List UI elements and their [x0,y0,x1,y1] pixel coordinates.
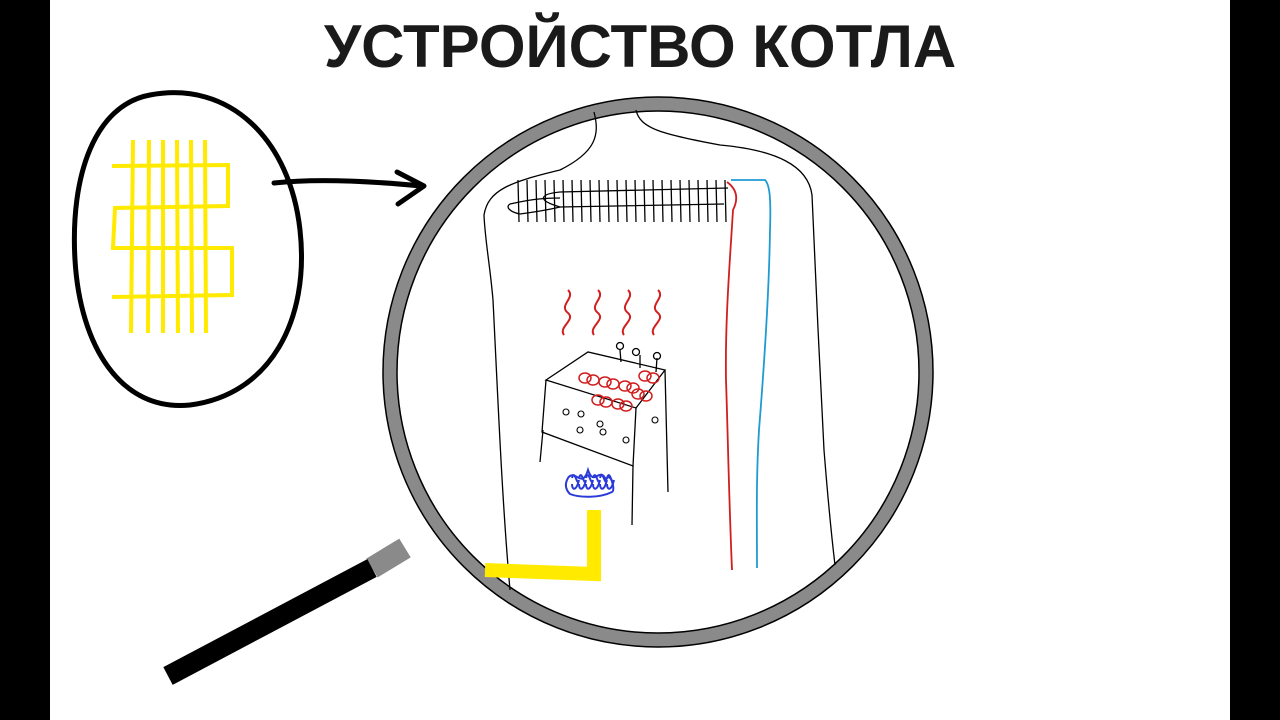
flame-lick [599,474,608,490]
heat-wave [651,289,661,336]
heat-wave [561,289,571,336]
heat-exchanger-fin [526,179,529,223]
heat-wave [621,289,631,336]
flame-lick [592,474,601,490]
burner-hole [596,420,604,428]
burner-coil [591,394,605,406]
heat-exchanger-grid-icon [71,90,304,408]
burner-coil [631,388,645,400]
flame-icon [564,466,615,498]
hot-water-pipe [724,181,738,571]
burner-coil [646,372,660,384]
heat-exchanger-fin [670,179,673,223]
heat-exchanger-fin [634,179,637,223]
heat-exchanger-fin [607,179,610,223]
heat-exchanger-fin [661,179,664,223]
magnifier-lens [382,96,934,648]
heat-exchanger-fin [571,179,574,223]
right-letterbox [1230,0,1280,720]
burner-hole [599,428,607,436]
heat-exchanger-fin [544,179,547,223]
heat-waves [561,289,661,336]
heat-exchanger-fin [517,179,520,223]
heat-exchanger-fin [688,179,691,223]
heat-exchanger-fin [652,179,655,223]
cold-water-pipe [731,179,772,569]
heat-exchanger-fin [697,179,700,223]
gas-burner-icon [539,341,669,526]
magnifier-handle [163,538,411,685]
burner-coil [598,376,612,388]
heat-exchanger-fin [616,179,619,223]
flame-lick [578,474,587,490]
heat-exchanger [507,179,729,223]
heat-exchanger-fin [724,179,727,223]
heat-exchanger-fin [535,179,538,223]
left-letterbox [0,0,50,720]
flame-lick [585,474,594,490]
flame-lick [571,474,580,490]
heat-exchanger-fin [580,179,583,223]
burner-coil [618,380,632,392]
page-title: УСТРОЙСТВО КОТЛА [323,13,957,80]
burner-coil [611,398,625,410]
heat-exchanger-fin [679,179,682,223]
heat-exchanger-fin [706,179,709,223]
burner-hole [576,426,584,434]
heat-exchanger-fin [589,179,592,223]
flame-lick [606,474,615,490]
heat-wave [591,289,601,336]
heat-exchanger-fin [625,179,628,223]
burner-coil [619,400,633,412]
heat-exchanger-fin [598,179,601,223]
burner-coils [578,370,660,412]
gas-pipe [484,510,601,582]
heat-exchanger-fin [715,179,718,223]
arrow-right-icon [271,169,427,207]
burner-hole [651,416,659,424]
heat-exchanger-fin [553,179,556,223]
burner-hole [622,436,630,444]
heat-exchanger-fin [562,179,565,223]
burner-coil [639,390,653,402]
burner-hole [577,410,585,418]
burner-coil [626,382,640,394]
burner-hole [562,408,570,416]
heat-exchanger-fin [643,179,646,223]
burner-coil [578,372,592,384]
burner-coil [638,370,652,382]
boiler-body [483,109,836,591]
